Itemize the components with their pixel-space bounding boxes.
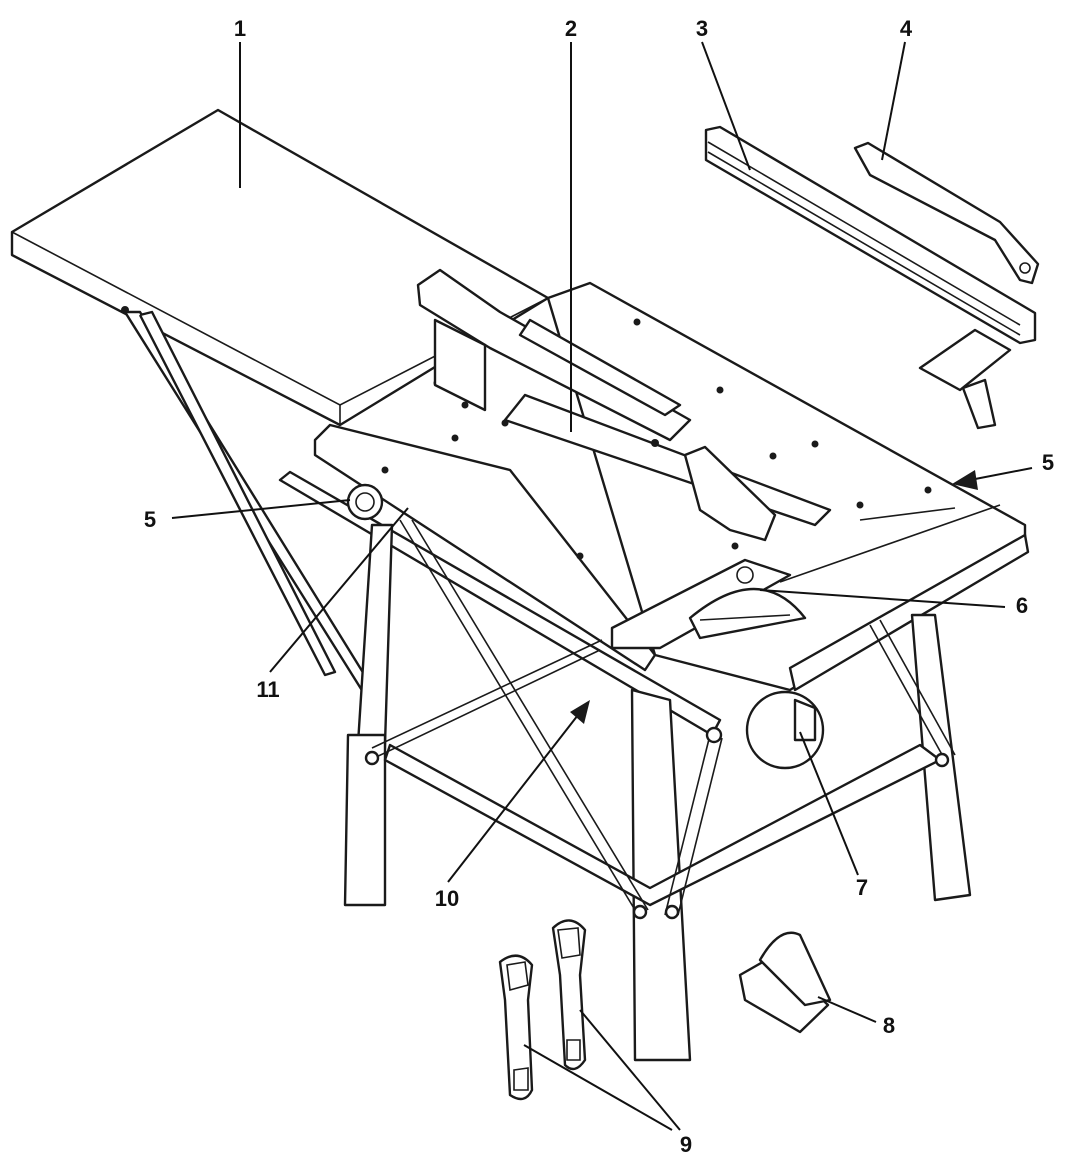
callout-8: 8 [883,1013,895,1038]
rip-fence [704,125,1037,430]
table-extension [10,108,550,702]
mitre-gauge [610,558,807,650]
callout-11: 11 [256,677,279,702]
callout-6: 6 [1016,593,1028,618]
riving-knife [853,141,1040,285]
leader-lines [171,41,1033,1131]
side-knob [346,483,384,521]
callout-1: 1 [234,16,246,41]
callout-10: 10 [435,886,459,911]
callout-3: 3 [696,16,708,41]
dust-extraction-part [738,931,832,1034]
main-table-top [313,281,1027,692]
callout-4: 4 [900,16,913,41]
callout-9: 9 [680,1132,692,1157]
blade-guard-assembly [416,268,832,542]
callout-7: 7 [856,875,868,900]
callout-2: 2 [565,16,577,41]
leg-stand [343,519,972,1062]
callout-5-right: 5 [1042,450,1054,475]
callout-5-left: 5 [144,507,156,532]
wrenches [498,919,587,1101]
motor [745,690,825,770]
